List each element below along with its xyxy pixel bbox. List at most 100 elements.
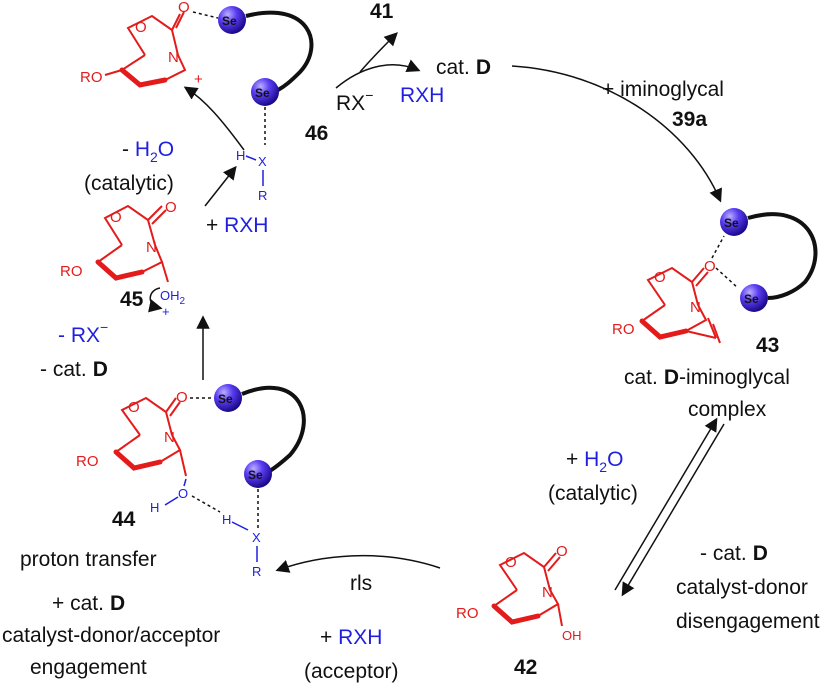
oh2-sub: 2 (180, 296, 186, 307)
rls-label: rls (350, 572, 372, 595)
se-sphere (214, 384, 242, 412)
compound-42-number: 42 (514, 656, 537, 679)
equilibrium-arrow-up (614, 417, 718, 591)
atom-o: O (165, 199, 177, 216)
atom-ro: RO (76, 453, 99, 470)
disengagement-line2: catalyst-donor (676, 576, 808, 599)
plus-iminoglycal: + iminoglycal (602, 78, 724, 101)
se-label: Se (255, 86, 270, 100)
equilibrium-arrow-down (621, 423, 725, 597)
atom-ro: RO (80, 69, 103, 86)
plus-rxh-left: + RXH (206, 214, 268, 237)
se-label: Se (744, 292, 759, 306)
h-bond (192, 11, 219, 19)
atom-n: N (690, 299, 701, 316)
iminoglycal-suffix: -iminoglycal (679, 366, 790, 389)
h-bond (191, 495, 221, 513)
compound-45-structure: O O N RO OH2 + (60, 199, 186, 319)
cat-d-bold: D (476, 56, 491, 79)
catalyst-tether (245, 10, 314, 92)
atom-ro: RO (456, 605, 479, 622)
catalytic-left: (catalytic) (84, 172, 174, 195)
compound-43-structure: O O N RO Se Se (612, 208, 818, 344)
plus-cat-prefix: + cat. (52, 592, 104, 615)
oh2-plus: + (162, 304, 170, 319)
rxh-blue: RXH (338, 626, 382, 649)
minus-prefix: - (58, 324, 71, 347)
cat-d-bold: D (93, 358, 108, 381)
minus-prefix: - (122, 138, 135, 161)
plus-rxh-bottom: + RXH (320, 626, 382, 649)
cat-d-bold: D (110, 592, 125, 615)
se-label: Se (724, 216, 739, 230)
se-label: Se (248, 468, 263, 482)
se-sphere (251, 78, 279, 106)
atom-h: H (222, 512, 231, 527)
h2o-h: H (584, 448, 599, 471)
rx-text: RX (71, 324, 100, 347)
atom-n: N (146, 239, 157, 256)
atom-o: O (505, 554, 517, 571)
oh2-group: OH2 (160, 288, 186, 307)
rxh-top: RXH (400, 84, 444, 107)
compound-46-number: 46 (305, 122, 328, 145)
disengagement-line3: disengagement (676, 610, 820, 633)
atom-n: N (542, 584, 553, 601)
h2o-sub: 2 (150, 149, 158, 165)
atom-o: O (556, 543, 568, 560)
atom-ro: RO (60, 263, 83, 280)
minus-cat-d: - cat.D (40, 358, 108, 381)
plus-cat-d: + cat. D (52, 592, 125, 615)
se-sphere (244, 460, 272, 488)
atom-h: H (236, 148, 245, 163)
compound-45-number: 45 (120, 288, 144, 311)
minus-cat-d-right: - cat.D (700, 542, 768, 565)
plus-prefix: + (206, 214, 224, 237)
catalyst-tether (747, 212, 818, 300)
arrow-to-41 (359, 32, 398, 73)
atom-h: H (150, 500, 159, 515)
compound-46-structure: O O N RO + Se Se H X R (80, 0, 314, 203)
rx-anion: RX− (336, 87, 373, 115)
minus-h2o: - H2O (122, 138, 174, 165)
atom-oh: OH (562, 628, 582, 643)
compound-44-number: 44 (112, 508, 136, 531)
compound-44-structure: O O N RO Se Se O H H X R (76, 384, 306, 579)
compound-43-number: 43 (756, 334, 779, 357)
catalytic-right: (catalytic) (548, 482, 638, 505)
engagement-line3: engagement (30, 656, 147, 679)
h2o-o: O (158, 138, 174, 161)
cat-prefix: cat. (436, 56, 470, 79)
cat-d-top: cat. D (436, 56, 491, 79)
oh2-label: OH (160, 288, 180, 303)
cat-prefix: cat. (624, 366, 658, 389)
arrow-to-46 (204, 165, 237, 207)
atom-o: O (176, 389, 188, 406)
h2o-o: O (607, 448, 623, 471)
arrow-intramolecular (183, 86, 245, 151)
rx-minus-sign: − (365, 87, 373, 103)
complex-line2: complex (688, 398, 767, 421)
atom-ro: RO (612, 321, 635, 338)
atom-o: O (110, 209, 122, 226)
atom-o: O (178, 0, 190, 16)
plus-prefix: + (320, 626, 338, 649)
compound-42-structure: O O N RO OH (456, 543, 582, 643)
se-sphere (218, 6, 246, 34)
arrow-rls (275, 554, 441, 573)
catalyst-tether (241, 385, 306, 474)
atom-x: X (258, 154, 267, 169)
engagement-line2: catalyst-donor/acceptor (2, 624, 220, 647)
compound-41-number: 41 (370, 0, 394, 23)
leaving-arrow (148, 287, 163, 313)
o-se-interaction (711, 235, 725, 259)
se-label: Se (218, 392, 233, 406)
atom-o: O (654, 269, 666, 286)
proton-transfer: proton transfer (20, 548, 157, 571)
cat-d-bold: D (753, 542, 768, 565)
se-sphere (720, 208, 748, 236)
atom-o: O (128, 399, 140, 416)
atom-r: R (252, 564, 261, 579)
